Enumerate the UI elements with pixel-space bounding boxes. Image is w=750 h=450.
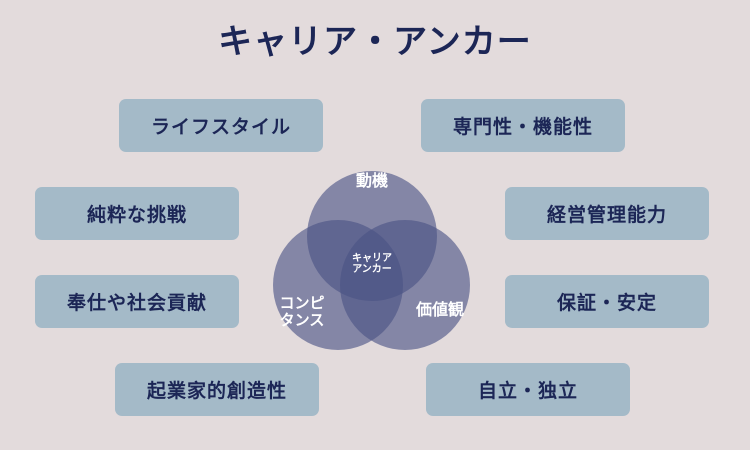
anchor-technical: 専門性・機能性: [421, 99, 625, 152]
venn-label-competence-line2: タンス: [279, 310, 325, 329]
page-title: キャリア・アンカー: [218, 22, 532, 62]
venn-center-line1: キャリア: [352, 253, 392, 264]
anchor-lifestyle: ライフスタイル: [119, 99, 323, 152]
anchor-challenge: 純粋な挑戦: [35, 187, 239, 240]
anchor-security: 保証・安定: [505, 275, 709, 328]
venn-label-competence-line1: コンピ: [279, 294, 325, 312]
anchor-autonomy: 自立・独立: [426, 363, 630, 416]
venn-label-competence: コンピ タンス: [272, 295, 332, 328]
venn-circle-values: [340, 220, 470, 350]
venn-label-values: 価値観: [415, 300, 464, 319]
venn-label-motive: 動機: [355, 171, 388, 190]
venn-label-center: キャリア アンカー: [342, 253, 402, 275]
anchor-management: 経営管理能力: [505, 187, 709, 240]
venn-center-line2: アンカー: [352, 264, 392, 275]
anchor-entrepreneurial: 起業家的創造性: [115, 363, 319, 416]
anchor-service: 奉仕や社会貢献: [35, 275, 239, 328]
